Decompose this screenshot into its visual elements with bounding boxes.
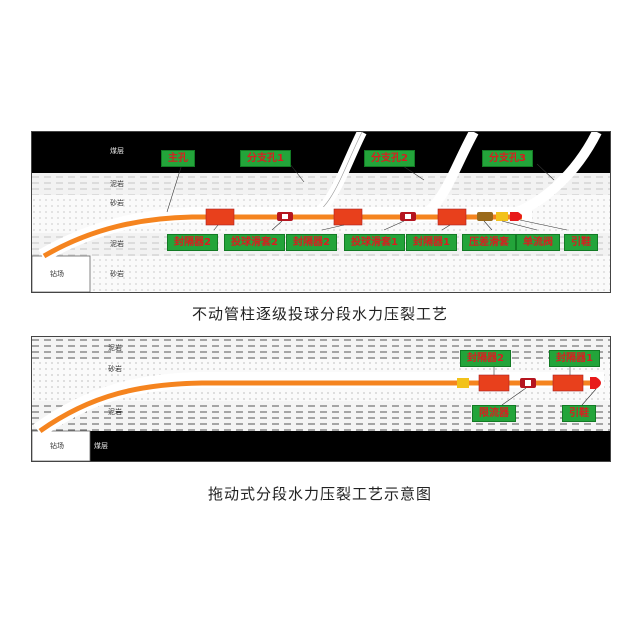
mudstone-lower-label-1: 泥岩	[110, 240, 124, 248]
callout-packer2b: 封隔器2	[286, 234, 337, 251]
spacer-body	[457, 378, 469, 388]
callout-packer2-2: 封隔器2	[460, 350, 511, 367]
ball-sleeve-1-window	[405, 214, 411, 219]
callout-guide-shoe-2: 引鞋	[562, 405, 596, 422]
callout-check-valve: 单流阀	[516, 234, 560, 251]
callout-restrictor: 限流器	[472, 405, 516, 422]
callout-guide-shoe-1: 引鞋	[564, 234, 598, 251]
coal-seam-2	[32, 431, 610, 461]
pipe-string-2	[38, 380, 592, 434]
packer-2b-body	[333, 208, 363, 226]
diagram2-drawing	[32, 337, 610, 461]
diagram1-panel: 煤层 泥岩 砂岩 泥岩 钻场 砂岩 主孔 分支孔1 分支孔2 分支孔3 封隔器2…	[31, 131, 611, 293]
diagram2-caption: 拖动式分段水力压裂工艺示意图	[207, 485, 432, 503]
callout-packer2a: 封隔器2	[167, 234, 218, 251]
diagram2-panel: 泥岩 砂岩 泥岩 钻场 煤层 封隔器2 封隔器1 限流器 引鞋	[31, 336, 611, 462]
coal-label-1: 煤层	[110, 147, 124, 155]
leader-lines-2	[493, 365, 597, 406]
diagram1-drawing	[32, 132, 610, 292]
sandstone-upper-label-1: 砂岩	[110, 199, 124, 207]
coal-label-2: 煤层	[94, 442, 108, 450]
site-label-1: 钻场	[50, 270, 64, 278]
callout-packer1-2: 封隔器1	[549, 350, 600, 367]
guide-shoe-body	[510, 212, 522, 221]
packer-1-body	[437, 208, 467, 226]
mudstone-upper-label-2: 泥岩	[108, 344, 122, 352]
packer2-body	[478, 374, 510, 392]
callout-ball-sleeve1: 投球滑套1	[344, 234, 405, 251]
drill-site-1	[32, 255, 91, 292]
sandstone-lower-1	[32, 256, 610, 292]
mudstone-upper-label-1: 泥岩	[110, 180, 124, 188]
pipe-string-1	[42, 214, 522, 259]
callout-branch1: 分支孔1	[240, 150, 291, 167]
diff-sleeve-body	[477, 212, 493, 221]
mudstone-upper-1	[32, 173, 610, 195]
callout-branch3: 分支孔3	[482, 150, 533, 167]
packer1-body	[552, 374, 584, 392]
sandstone-label-2: 砂岩	[108, 365, 122, 373]
sandstone-lower-label-1: 砂岩	[110, 270, 124, 278]
diagram1-caption: 不动管柱逐级投球分段水力压裂工艺	[191, 305, 448, 323]
callout-main-hole: 主孔	[161, 150, 195, 167]
ball-sleeve-2-window	[282, 214, 288, 219]
check-valve-body	[496, 212, 508, 221]
mudstone-lower-label-2: 泥岩	[108, 408, 122, 416]
callout-ball-sleeve2: 投球滑套2	[224, 234, 285, 251]
callout-diff-sleeve: 压差滑套	[462, 234, 516, 251]
guide-shoe-body-2	[590, 377, 601, 389]
callout-packer1: 封隔器1	[406, 234, 457, 251]
restrictor-window	[525, 380, 531, 386]
site-label-2: 钻场	[50, 442, 64, 450]
packer-2a-body	[205, 208, 235, 226]
callout-branch2: 分支孔2	[364, 150, 415, 167]
